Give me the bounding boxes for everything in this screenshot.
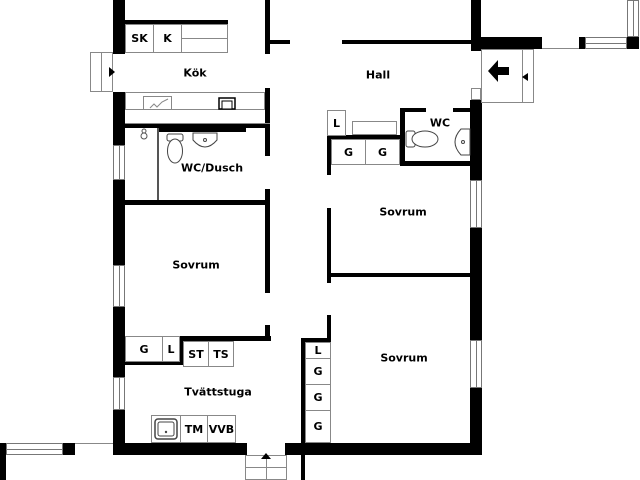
wall-east-mid <box>470 228 482 340</box>
window-garage <box>6 443 63 455</box>
wall-garage-stub <box>63 443 75 455</box>
wall-entry-west <box>471 0 481 51</box>
wall-sovrum2-west-upper <box>327 208 331 283</box>
dish-rack-icon <box>149 98 169 109</box>
room-label-hall: Hall <box>365 68 391 82</box>
window-porch-east <box>627 0 639 37</box>
wall-wc-south <box>400 161 475 166</box>
window-east-1 <box>470 180 482 228</box>
tvatt-fixture-l: L <box>162 336 180 362</box>
wall-wcdusch-north-thick <box>158 124 246 132</box>
hall-fixture-l: L <box>327 110 346 136</box>
wall-porch-stub1 <box>579 37 585 49</box>
kok-dishwasher <box>143 96 172 110</box>
entrance-step-divider <box>522 49 523 103</box>
sov3-fixture-g1: G <box>305 358 331 385</box>
sov3-fixture-g3: G <box>305 410 331 443</box>
wall-entry-north <box>481 37 542 49</box>
hall-fixture-g1: G <box>331 139 366 165</box>
window-west-1 <box>113 145 125 180</box>
wall-kok-counter-top <box>125 20 228 24</box>
shower-head-icon <box>140 128 148 140</box>
kok-fixture-sk: SK <box>125 24 154 53</box>
tvatt-fixture-tm: TM <box>180 415 208 443</box>
sink-icon <box>454 128 471 156</box>
hall-shelf <box>352 121 397 135</box>
wall-hall-closet-top <box>327 135 402 139</box>
window-west-3 <box>113 377 125 410</box>
wall-wc-west <box>400 108 405 165</box>
toilet-icon <box>405 130 439 148</box>
south-stair-step <box>245 467 287 468</box>
wall-sovrum1-east-stub <box>265 325 270 337</box>
wall-tvatt-north-left <box>125 361 180 365</box>
sink-icon <box>192 132 218 148</box>
wall-hall-closet-west <box>327 135 331 175</box>
wall-garage-west <box>0 443 6 480</box>
wall-south-main <box>113 443 247 455</box>
kok-counter-edge <box>125 123 270 124</box>
tvatt-fixture-g: G <box>125 336 163 362</box>
wall-west-mid3 <box>113 307 125 377</box>
stove-icon <box>218 97 236 110</box>
wall-kok-east-upper <box>265 0 270 54</box>
wall-tvatt-north-jog <box>178 336 183 365</box>
entrance-door-frame <box>471 88 481 100</box>
door-arrow-icon[interactable] <box>522 73 528 81</box>
wall-wcdusch-south <box>125 200 270 205</box>
wall-wcdusch-east-upper <box>265 126 270 156</box>
wall-kok-west-upper <box>113 0 125 54</box>
room-label-sovrum-1: Sovrum <box>172 258 220 272</box>
kitchen-step-divider <box>101 52 102 92</box>
tvatt-fixture-vvb: VVB <box>207 415 236 443</box>
wall-closet-west <box>301 338 305 480</box>
wall-east-lower <box>470 388 482 455</box>
wall-tvatt-north-right <box>178 336 271 341</box>
window-porch-north <box>585 37 627 49</box>
sov3-fixture-g2: G <box>305 384 331 411</box>
garage-line <box>75 443 113 444</box>
room-label-tvattstuga: Tvättstuga <box>184 385 252 399</box>
entrance-arrow-icon[interactable] <box>488 60 510 82</box>
room-label-sovrum-3: Sovrum <box>380 351 428 365</box>
stair-arrow-icon[interactable] <box>261 453 271 459</box>
wall-sovrum1-east <box>265 189 270 293</box>
room-label-sovrum-2: Sovrum <box>379 205 427 219</box>
wall-west-mid2 <box>113 180 125 265</box>
tvatt-fixture-ts: TS <box>208 341 234 367</box>
shower-partition <box>157 128 159 200</box>
room-label-kok: Kök <box>183 66 207 80</box>
wall-closet-north <box>301 338 331 342</box>
wall-wc-north-left <box>400 108 426 112</box>
wall-sovrum3-west-stub <box>327 315 331 342</box>
porch-line <box>542 48 579 49</box>
hall-fixture-g2: G <box>365 139 400 165</box>
tvatt-fixture-st: ST <box>183 341 209 367</box>
window-east-2 <box>470 340 482 388</box>
room-label-wc-dusch: WC/Dusch <box>180 161 244 175</box>
window-west-2 <box>113 265 125 307</box>
wall-kok-east-stub <box>270 40 290 44</box>
kok-fixture-k: K <box>153 24 182 53</box>
door-arrow-icon[interactable] <box>109 67 115 77</box>
utility-sink-icon <box>154 418 178 440</box>
wall-porch-stub2 <box>627 37 639 49</box>
wall-wc-north-right <box>453 108 471 112</box>
sov3-fixture-l: L <box>305 342 331 359</box>
wall-hall-north <box>342 40 472 44</box>
kok-counter-line <box>181 38 228 39</box>
toilet-icon <box>166 133 184 164</box>
wall-east-upper <box>470 100 482 180</box>
wall-sovrum2-south <box>327 273 473 277</box>
wall-south-right <box>285 443 478 455</box>
wall-west-mid1 <box>113 120 125 145</box>
room-label-wc: WC <box>429 116 451 130</box>
wall-kok-east-lower <box>265 88 270 126</box>
